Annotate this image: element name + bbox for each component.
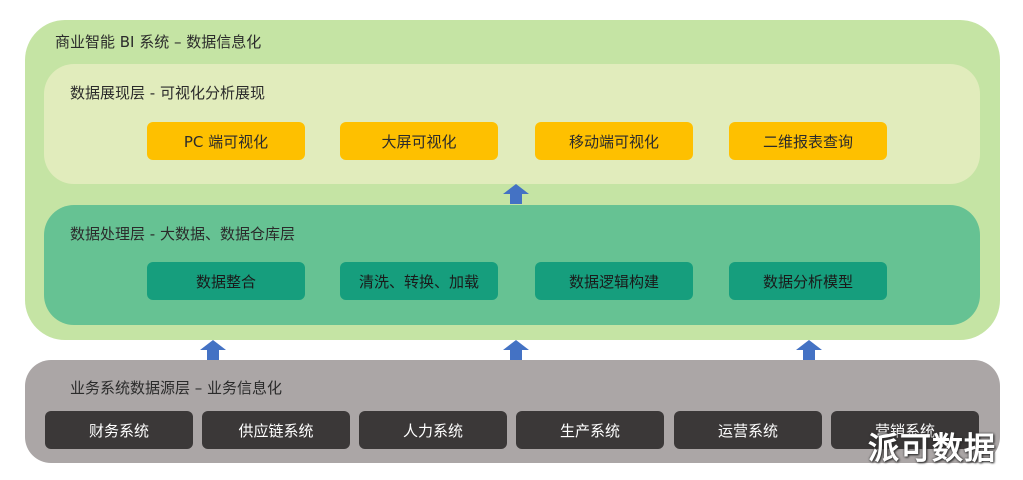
- source-item-marketing: 营销系统: [831, 411, 979, 449]
- source-item-production: 生产系统: [516, 411, 664, 449]
- processing-item-integration: 数据整合: [147, 262, 305, 300]
- source-item-finance: 财务系统: [45, 411, 193, 449]
- presentation-item-mobile: 移动端可视化: [535, 122, 693, 160]
- bi-system-title: 商业智能 BI 系统 – 数据信息化: [55, 33, 262, 51]
- source-item-hr: 人力系统: [359, 411, 507, 449]
- source-layer-title: 业务系统数据源层 – 业务信息化: [70, 379, 283, 397]
- up-arrow-icon: [503, 340, 529, 360]
- presentation-item-pc: PC 端可视化: [147, 122, 305, 160]
- presentation-item-bigscreen: 大屏可视化: [340, 122, 498, 160]
- processing-item-etl: 清洗、转换、加载: [340, 262, 498, 300]
- presentation-layer-title: 数据展现层 - 可视化分析展现: [70, 84, 265, 102]
- up-arrow-icon: [200, 340, 226, 360]
- processing-item-logic: 数据逻辑构建: [535, 262, 693, 300]
- source-item-supply-chain: 供应链系统: [202, 411, 350, 449]
- processing-layer-title: 数据处理层 - 大数据、数据仓库层: [70, 225, 295, 243]
- up-arrow-icon: [503, 184, 529, 204]
- presentation-item-report: 二维报表查询: [729, 122, 887, 160]
- source-item-operations: 运营系统: [674, 411, 822, 449]
- watermark-text: 派可数据: [868, 431, 996, 467]
- up-arrow-icon: [796, 340, 822, 360]
- processing-item-model: 数据分析模型: [729, 262, 887, 300]
